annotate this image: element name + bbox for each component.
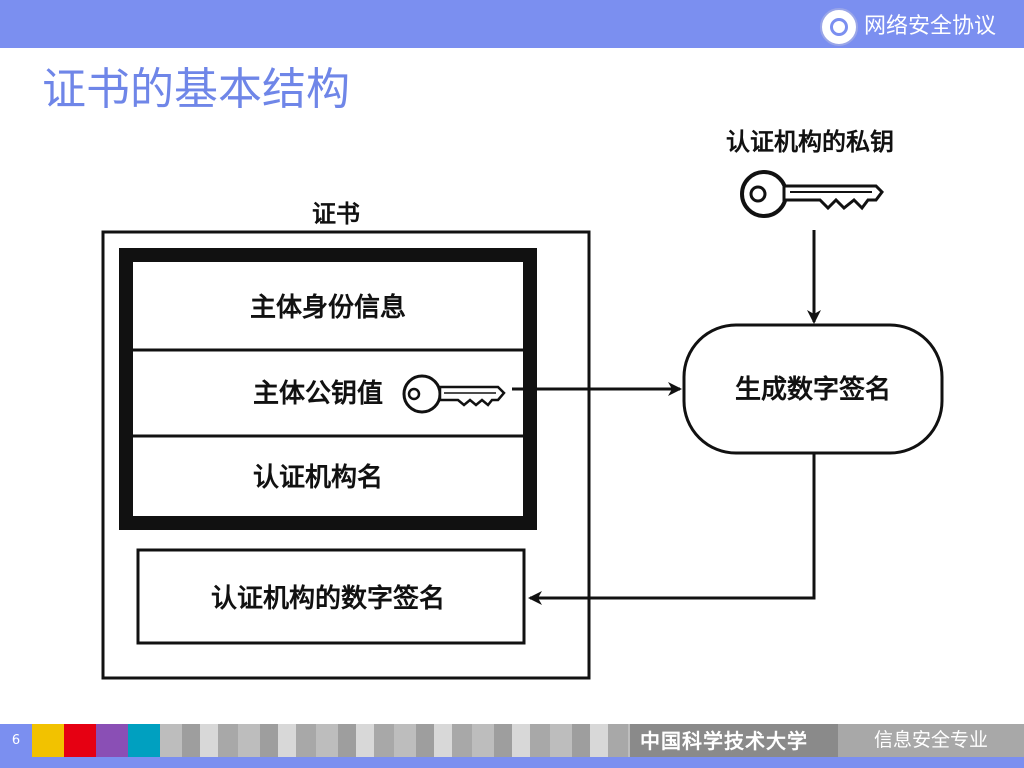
footer-accent-line xyxy=(0,757,1024,768)
footer-swatch xyxy=(128,724,160,757)
key-icon xyxy=(740,170,884,218)
key-icon xyxy=(402,374,506,414)
field-ca-name: 认证机构名 xyxy=(253,462,383,493)
school-name: 中国科学技术大学 xyxy=(640,729,808,753)
department-name: 信息安全专业 xyxy=(838,724,1024,757)
footer-swatch xyxy=(96,724,128,757)
course-title: 网络安全协议 xyxy=(819,8,996,46)
process-to-signature-arrow xyxy=(528,453,816,605)
footer-swatch xyxy=(64,724,96,757)
ca-signature-box xyxy=(136,548,526,645)
field-subject-public-key: 主体公钥值 xyxy=(253,379,383,409)
ca-signature-label: 认证机构的数字签名 xyxy=(211,583,445,614)
footer-swatch xyxy=(32,724,64,757)
page-number: 6 xyxy=(0,724,32,757)
certificate-label: 证书 xyxy=(312,200,360,228)
field-subject-identity: 主体身份信息 xyxy=(250,292,406,323)
footer-photo-strip xyxy=(160,724,630,757)
process-label: 生成数字签名 xyxy=(735,374,891,405)
ca-private-key-label: 认证机构的私钥 xyxy=(726,128,894,156)
header-bar: 网络安全协议 xyxy=(0,0,1024,48)
university-seal-icon xyxy=(819,8,858,46)
course-name: 网络安全协议 xyxy=(863,14,996,39)
slide-title: 证书的基本结构 xyxy=(42,64,350,115)
